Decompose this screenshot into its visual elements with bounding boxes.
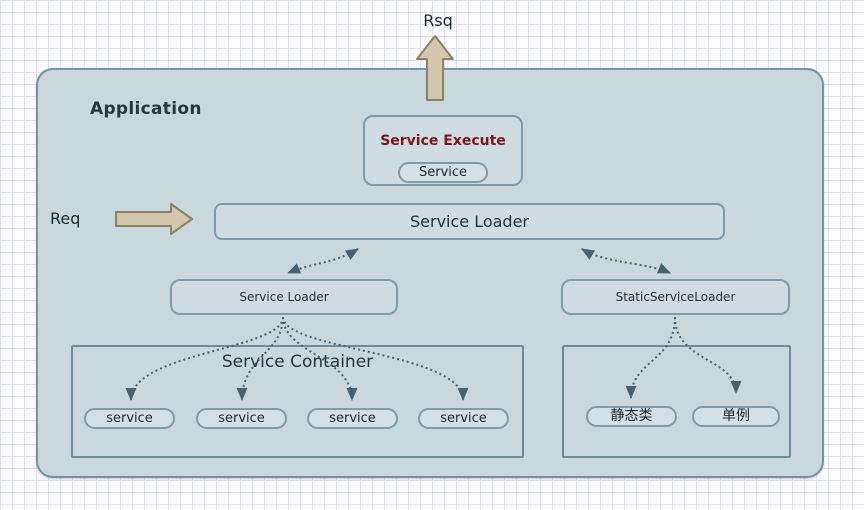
service-instance-pill: service [196,408,287,429]
service-instance-pill: service [418,408,509,429]
service-execute-title: Service Execute [380,133,506,149]
application-title: Application [90,99,202,119]
static-class-pill: 静态类 [586,406,677,427]
service-loader-sub-box: Service Loader [170,279,398,315]
static-services-box [562,345,791,458]
service-instance-pill: service [307,408,398,429]
service-instance-pill: service [84,408,175,429]
service-container-title: Service Container [221,352,374,372]
static-service-loader-box: StaticServiceLoader [561,279,790,315]
service-pill: Service [398,162,488,183]
service-loader-main-box: Service Loader [214,203,725,240]
req-label: Req [50,209,81,228]
rsq-label: Rsq [423,11,453,30]
singleton-pill: 单例 [692,406,780,427]
